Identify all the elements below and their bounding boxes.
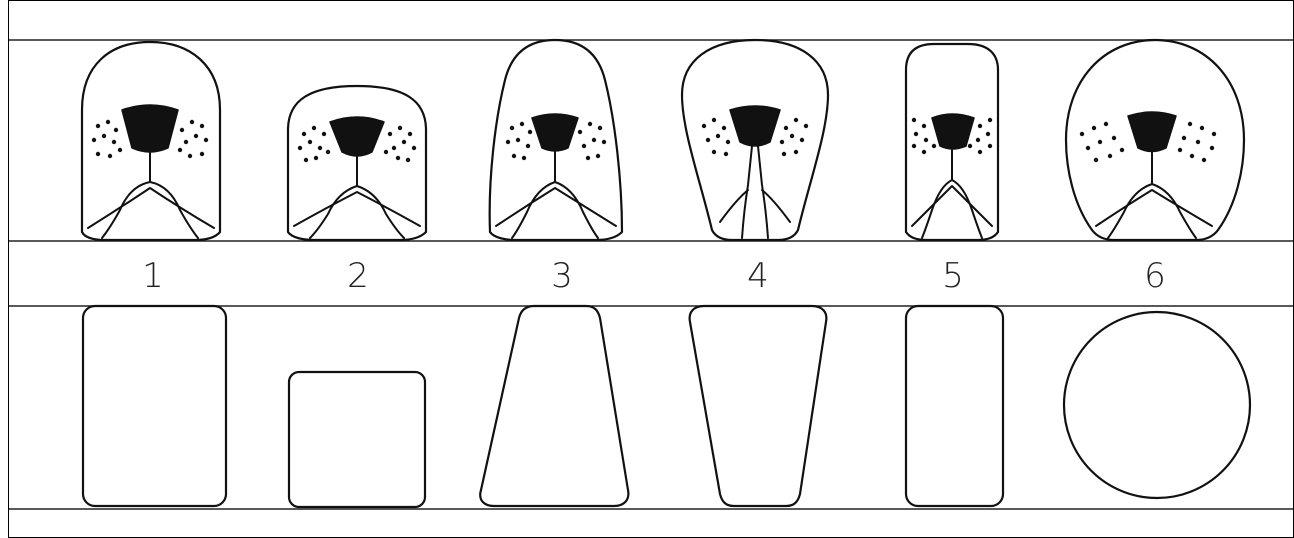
muzzle-3 xyxy=(490,40,622,240)
shape-2-square xyxy=(289,372,425,507)
shape-6-circle xyxy=(1064,312,1250,498)
shape-5-narrow-rectangle xyxy=(906,306,1003,506)
label-3: 3 xyxy=(551,256,573,296)
label-5: 5 xyxy=(942,256,964,296)
label-1: 1 xyxy=(142,256,164,296)
muzzle-5 xyxy=(906,44,998,240)
muzzle-1 xyxy=(82,42,220,240)
label-2: 2 xyxy=(347,256,369,296)
label-4: 4 xyxy=(747,256,769,296)
shape-1-rectangle xyxy=(83,306,226,506)
label-6: 6 xyxy=(1144,256,1166,296)
muzzle-2 xyxy=(288,86,426,240)
muzzle-6 xyxy=(1066,40,1244,240)
